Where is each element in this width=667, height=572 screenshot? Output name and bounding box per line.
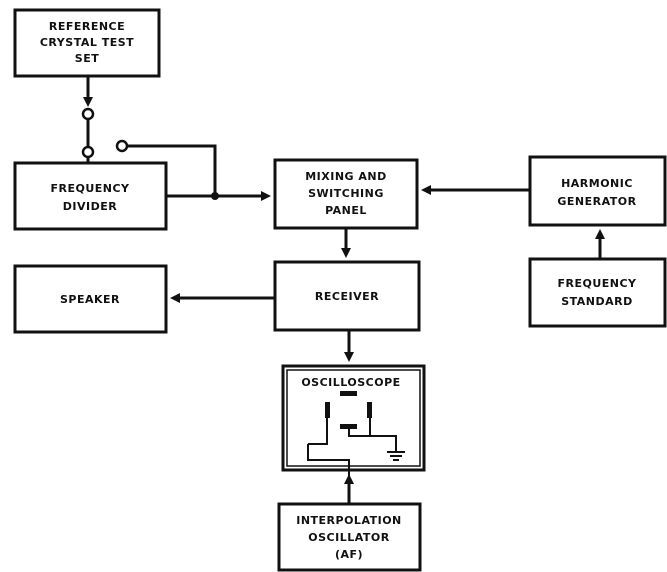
ground-icon <box>387 451 405 461</box>
frequency-divider-block: FREQUENCY DIVIDER <box>13 161 168 231</box>
frequency-divider-label-line-1: FREQUENCY <box>50 182 130 195</box>
receiver-label: RECEIVER <box>315 290 379 303</box>
frequency-standard-label-line-2: STANDARD <box>561 295 633 308</box>
frequency-standard-label-line-1: FREQUENCY <box>557 277 637 290</box>
speaker-label: SPEAKER <box>60 293 120 306</box>
mixing-panel-label-line-1: MIXING AND <box>305 170 387 183</box>
reference-label-line-3: SET <box>75 52 99 65</box>
frequency-divider-label-line-2: DIVIDER <box>63 200 117 213</box>
reference-label-line-2: CRYSTAL TEST <box>40 36 134 49</box>
mixing-switching-panel-block: MIXING AND SWITCHING PANEL <box>273 158 419 230</box>
receiver-block: RECEIVER <box>273 260 421 332</box>
divider-to-mixing-connector <box>115 139 271 201</box>
oscilloscope-label: OSCILLOSCOPE <box>301 376 400 389</box>
harmonic-generator-label-line-2: GENERATOR <box>557 195 636 208</box>
frequency-standard-block: FREQUENCY STANDARD <box>528 257 667 328</box>
oscilloscope-block: OSCILLOSCOPE <box>281 364 426 472</box>
interpolation-oscillator-label-line-2: OSCILLATOR <box>308 531 389 544</box>
interpolation-oscillator-label-line-3: (AF) <box>335 548 363 561</box>
mixing-panel-label-line-2: SWITCHING <box>308 187 384 200</box>
harmonic-generator-block: HARMONIC GENERATOR <box>528 155 667 227</box>
interpolation-oscillator-block: INTERPOLATION OSCILLATOR (AF) <box>277 502 422 572</box>
reference-label-line-1: REFERENCE <box>49 20 125 33</box>
oscillator-to-oscilloscope-connector <box>307 444 354 504</box>
deflection-plates-icon <box>308 391 397 452</box>
interpolation-oscillator-label-line-1: INTERPOLATION <box>296 514 402 527</box>
reference-to-divider-connector <box>81 76 95 163</box>
reference-crystal-test-set-block: REFERENCE CRYSTAL TEST SET <box>13 8 161 78</box>
mixing-panel-label-line-3: PANEL <box>325 204 367 217</box>
harmonic-generator-label-line-1: HARMONIC <box>561 177 633 190</box>
speaker-block: SPEAKER <box>13 264 168 334</box>
